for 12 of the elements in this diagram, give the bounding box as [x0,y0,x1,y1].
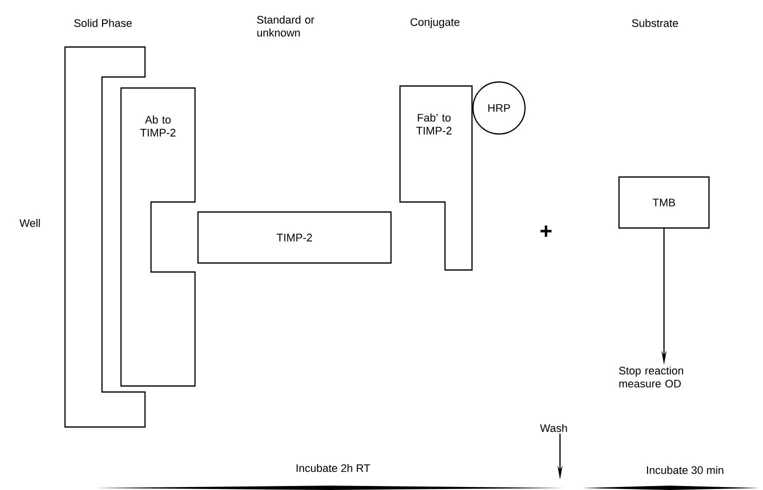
column-heading: Substrate [632,18,678,28]
substrate-box: TMB [618,176,710,229]
side-label: Well [20,218,40,228]
antigen-box: TIMP-2 [197,211,392,264]
step-label: Incubate 30 min [647,466,724,474]
column-heading: Standard or unknown [257,16,314,37]
result-text: Stop reaction measure OD [619,366,684,388]
step-label: Incubate 2h RT [296,464,370,472]
step-text: Wash [540,424,567,432]
plus-sign: + [540,226,552,237]
column-heading: Solid Phase [74,18,132,28]
column-heading: Conjugate [410,18,460,28]
